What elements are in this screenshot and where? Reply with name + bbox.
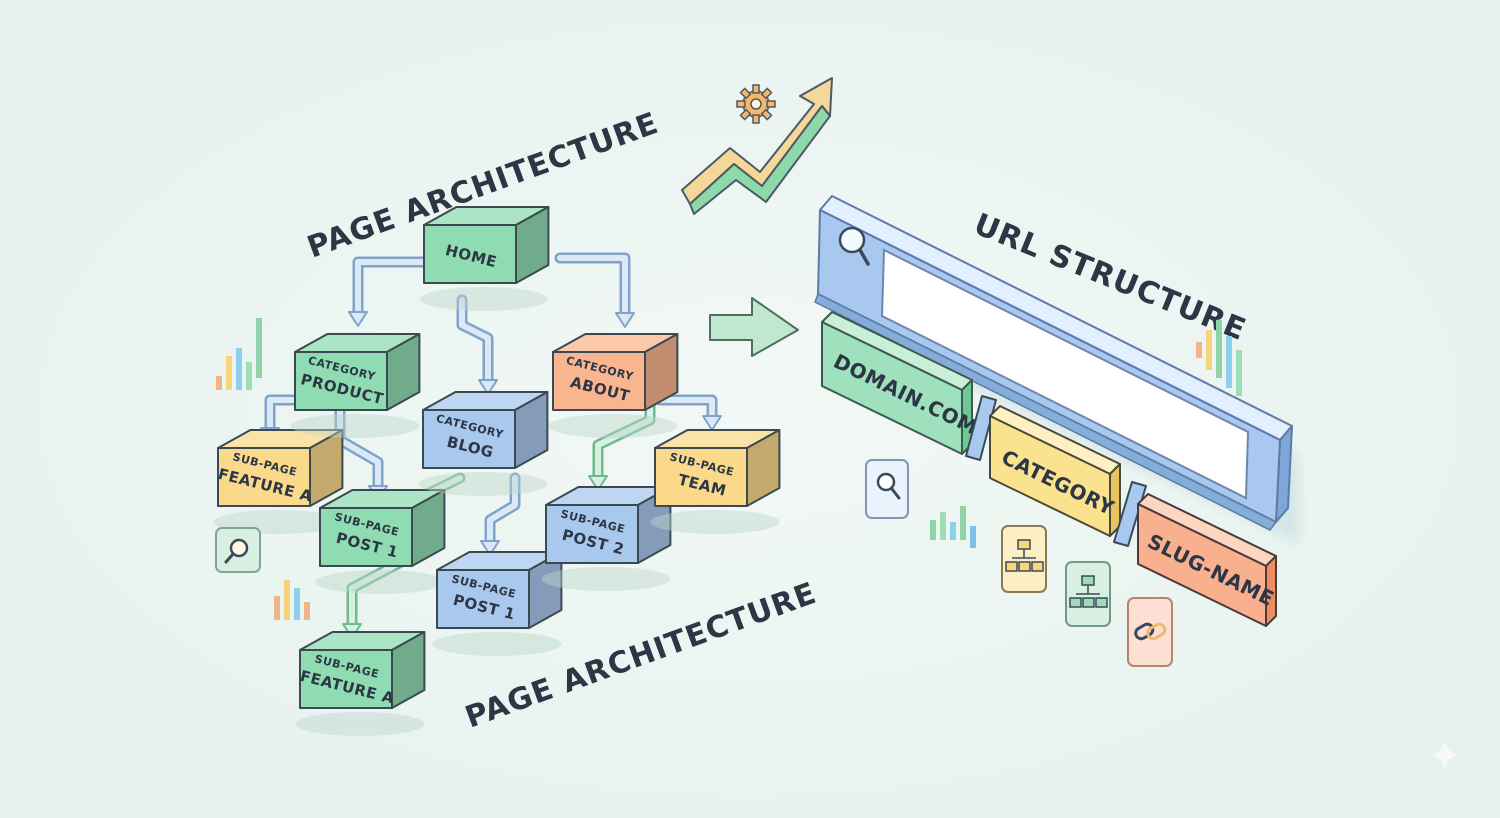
box-front-face [299, 649, 393, 709]
box-front-face [552, 351, 646, 411]
arrow-home-about [554, 252, 635, 328]
box-front-face [319, 507, 413, 567]
box-front-face [545, 504, 639, 564]
left-search-icon [215, 527, 261, 573]
link-icon [1127, 597, 1173, 667]
page-box-home: HOME [419, 206, 550, 311]
box-front-face [436, 569, 530, 629]
sitemap-icon [1001, 525, 1047, 593]
url-part-slug: SLUG-NAME [1137, 493, 1278, 627]
box-shadow [315, 570, 445, 594]
box-front-face [294, 351, 388, 411]
left-bar-chart-icon [216, 318, 262, 390]
sitemap-icon-green [1065, 561, 1111, 627]
right-bar-chart-icon-2 [930, 506, 976, 548]
trend-arrow-icon [681, 77, 833, 215]
arrow-about-team [654, 394, 722, 431]
url-input-field[interactable] [880, 248, 1250, 500]
left-bar-chart-icon-2 [274, 580, 310, 620]
gear-icon [736, 84, 776, 124]
box-shadow [295, 712, 425, 736]
box-shadow [548, 414, 678, 438]
box-front-face [423, 224, 517, 284]
url-search-icon [838, 226, 870, 266]
sparkle-icon [1432, 740, 1458, 770]
arrow-blog-post1 [480, 472, 521, 556]
box-shadow [541, 567, 671, 591]
box-shadow [432, 632, 562, 656]
right-search-icon [865, 459, 909, 519]
box-front-face [422, 409, 516, 469]
box-shadow [419, 287, 549, 311]
box-shadow [418, 472, 548, 496]
url-separator-2 [1113, 481, 1147, 547]
right-bar-chart-icon [1196, 320, 1242, 396]
box-front-face [217, 447, 311, 507]
box-shadow [650, 510, 780, 534]
box-shadow [290, 414, 420, 438]
box-front-face [654, 447, 748, 507]
right-arrow-icon [709, 297, 799, 357]
arrow-about-post2 [588, 394, 656, 491]
arrow-home-blog [456, 294, 498, 395]
url-separator-1 [965, 395, 997, 461]
